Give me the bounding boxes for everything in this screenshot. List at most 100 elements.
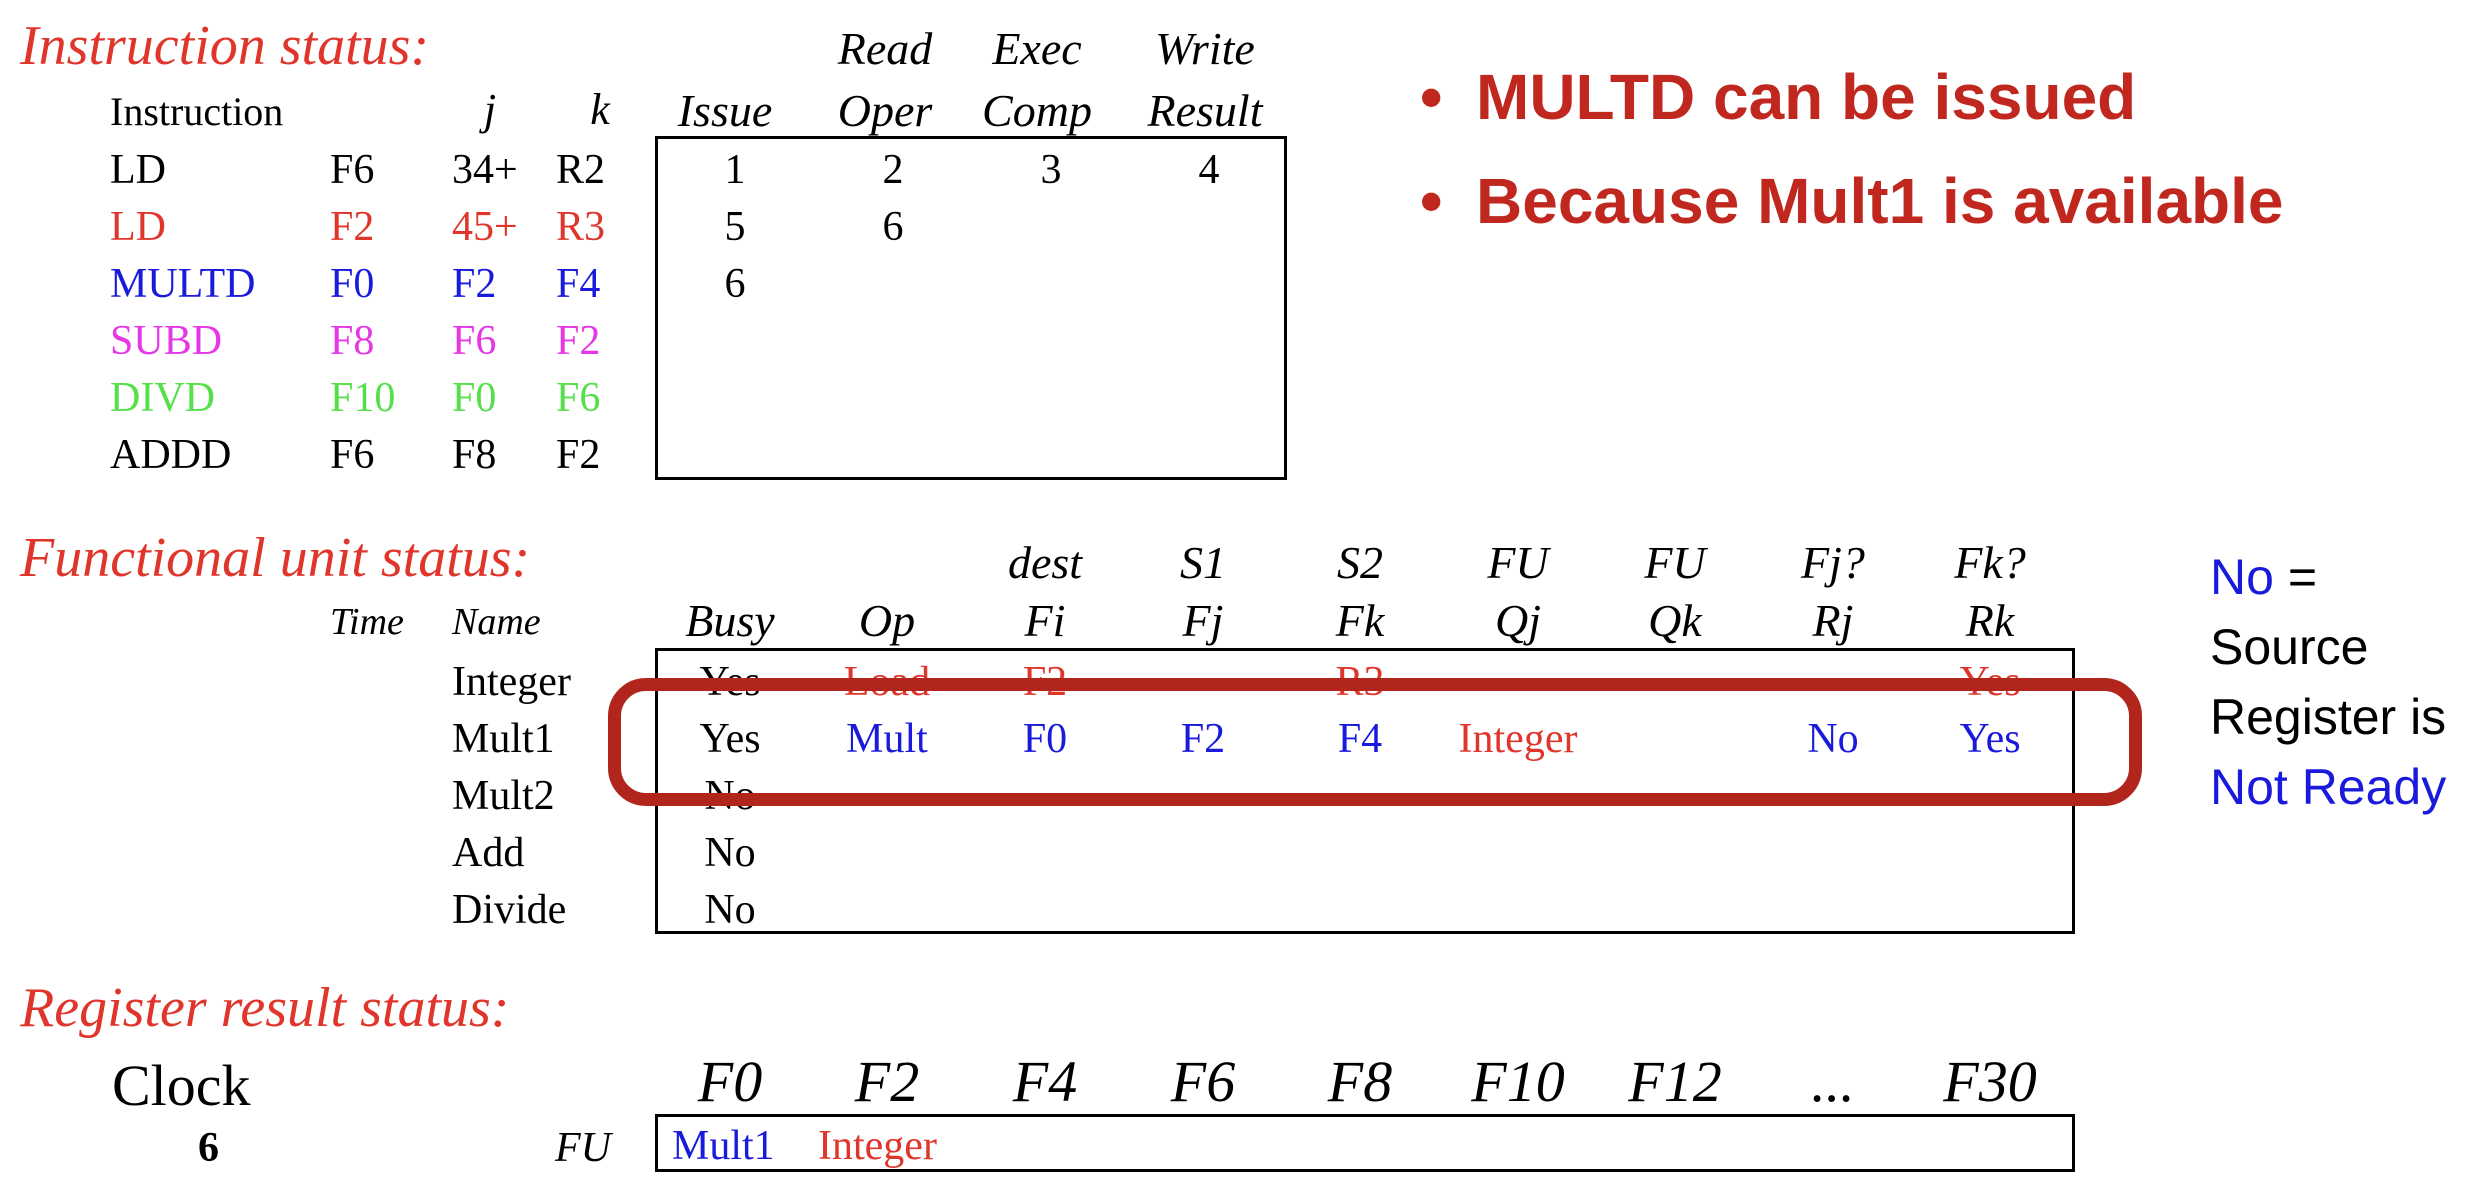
header-fk-ready: Fk? [1954,537,2026,588]
mult1-highlight-box [608,678,2142,806]
side-note-not-ready: Not Ready [2210,759,2447,815]
fu-name: Mult2 [452,773,555,819]
register-header: F30 [1943,1049,2037,1114]
header-name: Name [452,601,541,643]
header-fu-qk: FU [1644,537,1706,588]
instr-j: F0 [452,375,497,421]
fu-rj: No [1807,716,1859,762]
header-time: Time [330,601,404,643]
bullet-dot-icon: • [1420,165,1443,237]
bullet-1: • MULTD can be issued [1420,60,2136,134]
register-header: F6 [1170,1049,1236,1114]
header-qk: Qk [1648,595,1702,646]
instr-op: SUBD [110,318,223,364]
instr-dest: F8 [330,318,375,364]
register-header: F2 [854,1049,920,1114]
instr-dest: F0 [330,261,375,307]
header-result: Result [1147,85,1263,136]
fu-qj: Integer [1458,716,1578,762]
instr-j: 34+ [452,147,518,193]
header-write: Write [1155,23,1255,74]
register-header: F4 [1012,1049,1078,1114]
instr-dest: F6 [330,432,375,478]
instr-write: 4 [1198,147,1220,193]
instr-issue: 1 [724,147,746,193]
bullet-dot-icon: • [1420,61,1443,133]
instr-dest: F6 [330,147,375,193]
instr-k: F2 [556,318,601,364]
instr-j: 45+ [452,204,518,250]
header-rk: Rk [1965,595,2015,646]
instr-issue: 6 [724,261,746,307]
register-header: F10 [1471,1049,1565,1114]
side-note: No = Source Register is Not Ready [2210,542,2446,822]
fu-fk: F4 [1337,716,1383,762]
header-fu-qj: FU [1487,537,1549,588]
fu-name: Divide [452,887,567,933]
register-result-box [655,1114,2075,1172]
instr-k: F4 [556,261,601,307]
header-fj: Fj [1182,595,1224,646]
header-instruction: Instruction [110,89,284,134]
functional-unit-status-title: Functional unit status: [20,527,531,589]
bullet-2-text: Because Mult1 is available [1476,165,2284,237]
header-fj-ready: Fj? [1801,537,1865,588]
instr-issue: 5 [724,204,746,250]
register-value: Mult1 [672,1123,775,1169]
fu-busy: No [704,830,756,876]
header-fk: Fk [1335,595,1385,646]
header-s2: S2 [1337,537,1383,588]
fu-name: Add [452,830,525,876]
instr-read: 6 [882,204,904,250]
instr-dest: F2 [330,204,375,250]
fu-label: FU [555,1125,611,1171]
fu-rk: Yes [1959,716,2021,762]
register-header: F12 [1628,1049,1722,1114]
fu-name: Mult1 [452,716,555,762]
instr-op: ADDD [110,432,232,478]
fu-busy: Yes [699,716,761,762]
instr-k: F2 [556,432,601,478]
fu-fi: F0 [1022,716,1068,762]
instr-j: F6 [452,318,497,364]
header-issue: Issue [677,85,773,136]
header-s1: S1 [1180,537,1226,588]
bullet-1-text: MULTD can be issued [1476,61,2137,133]
fu-fj: F2 [1180,716,1226,762]
header-dest: dest [1007,537,1083,588]
instr-j: F2 [452,261,497,307]
register-header: F8 [1327,1049,1393,1114]
instr-k: F6 [556,375,601,421]
header-qj: Qj [1495,595,1541,646]
instruction-status-title: Instruction status: [20,15,430,77]
header-j: j [483,85,497,134]
instr-read: 2 [882,147,904,193]
instr-exec: 3 [1040,147,1062,193]
header-rj: Rj [1812,595,1854,646]
instr-k: R3 [556,204,606,250]
clock-value: 6 [198,1125,219,1171]
register-value: Integer [818,1123,937,1169]
header-comp: Comp [982,85,1092,136]
instr-k: R2 [556,147,606,193]
instruction-status-box [655,136,1287,480]
side-note-register: Register is [2210,689,2447,745]
header-exec: Exec [992,23,1082,74]
header-k: k [590,85,610,134]
header-oper: Oper [837,85,933,136]
header-op: Op [858,595,916,646]
register-result-status-title: Register result status: [20,977,510,1039]
instr-op: LD [110,147,166,193]
instr-op: MULTD [110,261,256,307]
instr-j: F8 [452,432,497,478]
fu-busy: No [704,887,756,933]
instr-op: LD [110,204,166,250]
instr-dest: F10 [330,375,396,421]
bullet-2: • Because Mult1 is available [1420,164,2284,238]
fu-op: Mult [846,716,928,762]
side-note-source: Source [2210,619,2369,675]
instr-op: DIVD [110,375,215,421]
side-note-no: No [2210,549,2274,605]
header-read: Read [837,23,933,74]
header-fi: Fi [1024,595,1066,646]
